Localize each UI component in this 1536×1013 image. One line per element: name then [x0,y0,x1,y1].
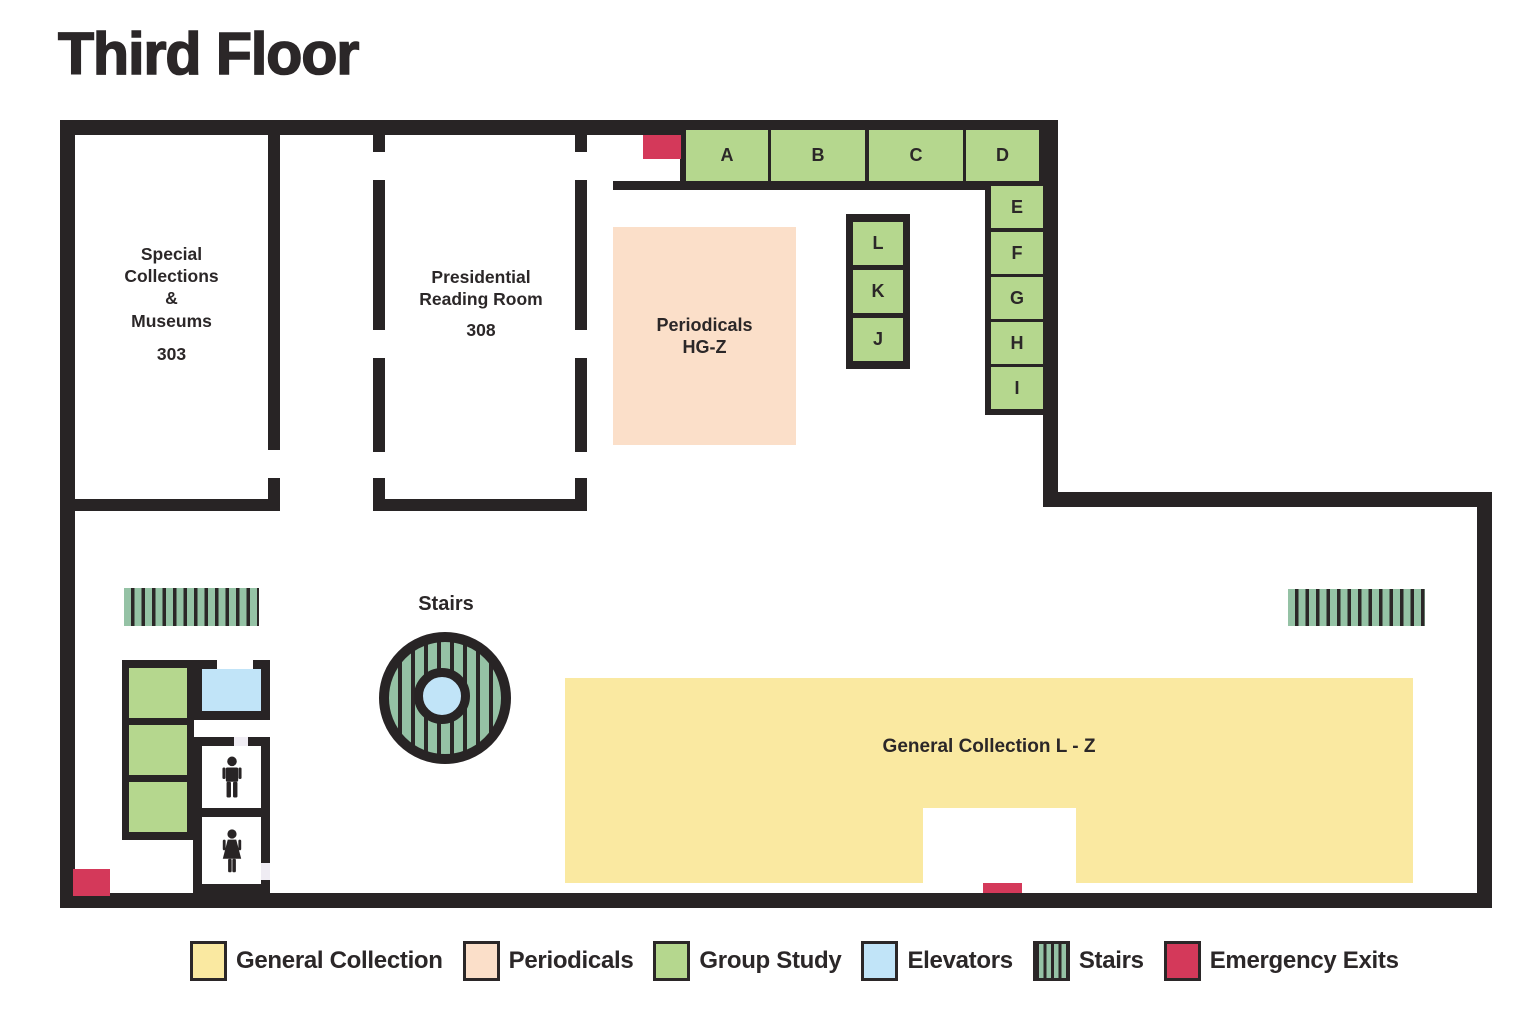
legend-item-general-collection: General Collection [190,941,443,981]
legend-label: Elevators [907,947,1013,974]
room-number: 303 [156,343,187,364]
spiral-stairs-core [414,668,470,724]
elevator-door-gap [217,660,253,669]
room-special-collections: Special Collections & Museums 303 [75,243,268,365]
wall-outer-left [60,120,75,908]
group-study-center-column: L K J [846,214,910,369]
group-study-room-c: C [869,130,963,181]
womens-restroom [193,808,270,893]
wall-reading-room-left-mid [373,180,385,330]
emergency-exit-bottom-left [73,869,110,896]
legend-label: Group Study [699,947,842,974]
wall-reading-room-right-mid [575,180,587,330]
room-label-line: Reading Room [419,289,543,310]
wall-reading-room-right-stub-top [575,133,587,152]
legend-item-periodicals: Periodicals [462,941,634,981]
group-study-room-j: J [853,318,903,361]
wall-special-collections-right [268,133,280,450]
male-figure-icon [221,756,242,798]
group-study-room [129,668,187,718]
general-collection-label: General Collection L - Z [882,736,1096,757]
room-number: 308 [466,320,496,341]
room-periodicals: Periodicals HG-Z [613,227,796,445]
room-general-collection: General Collection L - Z [565,678,1413,883]
page-title: Third Floor [57,20,360,88]
group-study-room-b: B [771,130,865,181]
wall-special-collections-bottom [72,499,280,511]
group-study-room-e: E [991,186,1043,228]
wall-reading-room-right-low [575,358,587,452]
mens-restroom [193,737,270,817]
spiral-stairs-icon [379,632,511,764]
group-study-room-h: H [991,322,1043,364]
group-study-room-k: K [853,270,903,313]
group-study-room-a: A [686,130,768,181]
elevator [193,660,270,720]
group-study-top-row: A B C D [680,120,1045,181]
group-study-room-l: L [853,222,903,265]
group-study-bottom-left-block [122,660,194,840]
legend-item-group-study: Group Study [653,941,842,981]
legend-item-stairs: Stairs [1032,941,1144,981]
general-collection-notch [923,808,1076,883]
legend: General Collection Periodicals Group Stu… [190,941,1399,981]
room-label-line: & [165,288,178,309]
room-label-line: Museums [131,310,212,331]
group-study-room-d: D [966,130,1039,181]
wall-reading-room-left-low [373,358,385,452]
legend-swatch-group-study [653,941,691,981]
womens-restroom-door [261,863,270,880]
room-label-line: Special [140,244,203,264]
room-label-line: Collections [124,266,219,287]
wall-reading-room-bottom [373,499,587,511]
legend-label: Emergency Exits [1209,947,1399,974]
legend-swatch-emergency-exits [1163,941,1201,981]
group-study-room-g: G [991,277,1043,319]
stairs-strip-right [1288,589,1425,626]
legend-label: Periodicals [508,947,634,974]
wall-outer-bottom [60,893,1492,908]
legend-item-elevators: Elevators [861,941,1013,981]
room-label-line: HG-Z [682,337,727,357]
legend-item-emergency-exits: Emergency Exits [1163,941,1399,981]
legend-label: General Collection [236,947,443,974]
wall-step [1043,492,1492,507]
elevator-car [202,669,261,711]
legend-swatch-periodicals [462,941,500,981]
group-study-right-column: E F G H I [985,182,1051,415]
legend-swatch-stairs [1032,941,1070,981]
legend-label: Stairs [1078,947,1144,974]
legend-swatch-general-collection [190,941,227,981]
group-study-room [129,725,187,775]
group-study-room-f: F [991,232,1043,274]
legend-swatch-elevators [861,941,899,981]
group-study-room-i: I [991,367,1043,409]
female-figure-icon [222,828,241,872]
wall-outer-right-lower [1477,492,1492,908]
mens-restroom-door [234,737,248,746]
wall-reading-room-left-stub-top [373,133,385,152]
wall-corridor-thin [613,181,1043,190]
emergency-exit-top [643,135,681,159]
room-label-line: Presidential [431,267,531,287]
stairs-label: Stairs [418,593,474,615]
room-presidential-reading-room: Presidential Reading Room 308 [387,266,575,342]
group-study-room [129,782,187,832]
room-label-line: Periodicals [656,314,753,335]
stairs-strip-left [124,588,259,626]
